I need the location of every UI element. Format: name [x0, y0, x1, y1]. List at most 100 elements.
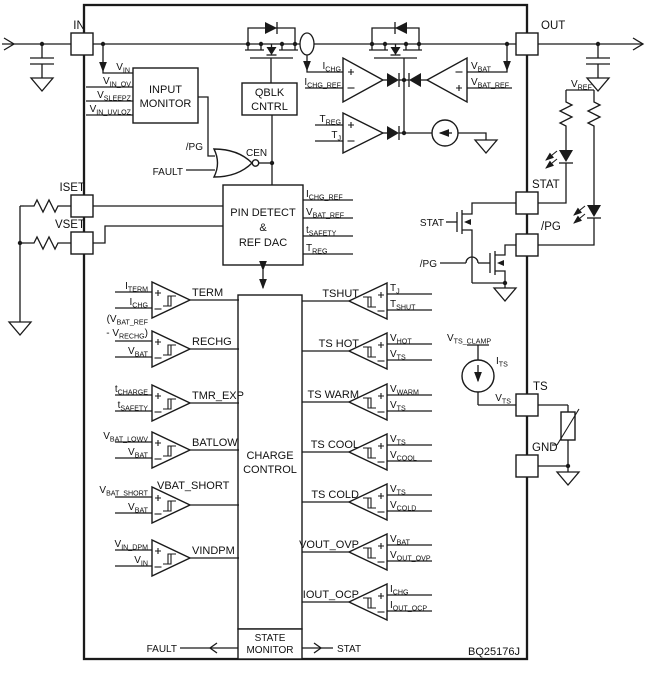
- label-fault: FAULT: [153, 167, 183, 178]
- label-stat-bottom: STAT: [337, 644, 361, 655]
- state-monitor-block: STATE MONITOR FAULT STAT: [147, 628, 361, 660]
- comparator-input-label: IOUT_OCP: [390, 600, 427, 613]
- wire-hop-icon: [465, 256, 479, 264]
- ground-icon: [473, 139, 499, 155]
- comparator-name: VOUT_OVP: [299, 539, 359, 551]
- pin-stat: [515, 191, 539, 215]
- comparator-input-label: - VRECHG): [106, 328, 148, 341]
- charge-fet-q2: [369, 22, 422, 80]
- label-tj: TJ: [331, 130, 341, 143]
- comparator-tmr-exp: tCHARGE tSAFETY TMR_EXP: [115, 384, 244, 421]
- pin-detect-title: PIN DETECT: [230, 207, 296, 219]
- label-vts: VTS: [495, 393, 511, 406]
- pin-in: [70, 32, 94, 56]
- enable-gate: /PG FAULT CEN: [153, 96, 272, 178]
- comparator-input-label: VBAT: [390, 534, 411, 547]
- label-ichg-ref: ICHG_REF: [304, 77, 341, 90]
- charge-control-title: CHARGE: [246, 450, 293, 462]
- pin-label-ts: TS: [533, 381, 548, 393]
- comparator-input-label: VBAT_SHORT: [99, 485, 148, 498]
- label-vref: VREF: [571, 79, 593, 92]
- pin-label-stat: STAT: [532, 179, 560, 191]
- comparator-rechg: (VBAT_REF - VRECHG) VBAT RECHG: [106, 314, 239, 367]
- comparator-input-label: VIN_DPM: [115, 539, 149, 552]
- qblk-cntrl-block: QBLK CNTRL: [241, 82, 298, 185]
- label-ref-tsafety: tSAFETY: [306, 225, 337, 238]
- comparator-name: TS HOT: [319, 338, 360, 350]
- pin-label-vset: VSET: [55, 219, 85, 231]
- comparator-name: TMR_EXP: [192, 390, 244, 402]
- label-treg: TREG: [320, 114, 341, 127]
- status-output-fets: STAT /PG: [420, 202, 518, 303]
- comparator-input-label: VBAT_LOWV: [103, 431, 148, 444]
- comparator-input-label: VBAT: [128, 346, 149, 359]
- output-capacitor-icon: [585, 44, 611, 93]
- comparator-input-label: VOUT_OVP: [390, 550, 431, 563]
- pin-iset: [70, 194, 94, 218]
- label-ref-ichg-ref: ICHG_REF: [306, 189, 343, 202]
- comparator-name: TS COOL: [311, 439, 359, 451]
- label-vin-ov: VIN_OV: [103, 76, 131, 89]
- comparator-vindpm: VIN_DPM VIN VINDPM: [115, 539, 239, 576]
- pin-pg: [515, 233, 539, 257]
- label-its: ITS: [496, 356, 508, 369]
- charge-control-title: CONTROL: [243, 464, 297, 476]
- ts-clamp-network: VTS_CLAMP ITS VTS: [447, 333, 516, 406]
- regulation-amplifiers: ICHG ICHG_REF VBAT VBAT_REF TREG TJ: [304, 44, 512, 155]
- thermal-amp-icon: [342, 111, 385, 155]
- ground-icon: [555, 471, 581, 487]
- comparator-input-label: VIN: [134, 555, 148, 568]
- comparator-input-label: VHOT: [390, 333, 412, 346]
- label-stat-internal: STAT: [420, 218, 444, 229]
- led-icon: [587, 205, 601, 217]
- inverter-bubble-icon: [251, 159, 260, 167]
- label-vin: VIN: [116, 62, 130, 75]
- comparator-vout-ovp: VBAT VOUT_OVP VOUT_OVP: [299, 534, 432, 570]
- pin-label-iset: ISET: [59, 182, 85, 194]
- label-vin-uvloz: VIN_UVLOZ: [90, 104, 132, 117]
- arrow-left-icon: [208, 642, 218, 654]
- ic-boundary: [82, 3, 529, 661]
- body-diode-icon: [390, 47, 401, 55]
- label-ref-vbat-ref: VBAT_REF: [306, 207, 345, 220]
- comparator-input-label: ICHG: [129, 297, 148, 310]
- diode-icon: [387, 126, 399, 140]
- input-monitor-title: MONITOR: [140, 98, 192, 110]
- diode-icon: [387, 73, 399, 87]
- label-ichg: ICHG: [322, 61, 341, 74]
- ichg-amp-icon: [342, 56, 385, 104]
- comparator-vbat-short: VBAT_SHORT VBAT VBAT_SHORT: [99, 480, 239, 523]
- label-vbat-ref: VBAT_REF: [471, 77, 510, 90]
- comparator-input-label: VCOLD: [390, 500, 416, 513]
- comparator-name: TERM: [192, 287, 223, 299]
- comparator-input-label: VTS: [390, 349, 406, 362]
- pin-label-out: OUT: [541, 20, 565, 32]
- label-cen: CEN: [246, 148, 267, 159]
- comparator-name: RECHG: [192, 336, 232, 348]
- arrow-right-icon: [313, 642, 323, 654]
- part-number: BQ25176J: [468, 646, 520, 658]
- comparator-input-label: TJ: [390, 283, 400, 296]
- current-sense-icon: [299, 32, 315, 72]
- resistor-icon: [586, 98, 602, 130]
- input-capacitor-icon: [29, 44, 55, 93]
- label-vts-clamp: VTS_CLAMP: [447, 333, 491, 346]
- comparator-input-label: VCOOL: [390, 450, 417, 463]
- junction-dots: [17, 41, 601, 469]
- comparator-term: ITERM ICHG TERM: [115, 281, 239, 318]
- label-pg-internal2: /PG: [420, 259, 437, 270]
- body-diode-icon: [266, 47, 277, 55]
- input-monitor-block: INPUT MONITOR VIN VIN_OV VSLEEPZ VIN_UVL…: [86, 44, 199, 124]
- comparator-input-label: tSAFETY: [118, 400, 149, 413]
- pin-detect-title: &: [259, 222, 267, 234]
- diode-icon: [265, 22, 277, 34]
- comparator-name: VINDPM: [192, 545, 235, 557]
- qblk-title: QBLK: [255, 87, 285, 99]
- or-gate-icon: [212, 148, 253, 178]
- comparator-input-label: VTS: [390, 484, 406, 497]
- vbat-amp-icon: [425, 56, 468, 104]
- comparator-input-label: TSHUT: [390, 299, 416, 312]
- comparator-tshut: TJ TSHUT TSHUT: [302, 283, 432, 319]
- comparator-iout-ocp: ICHG IOUT_OCP IOUT_OCP: [302, 584, 432, 620]
